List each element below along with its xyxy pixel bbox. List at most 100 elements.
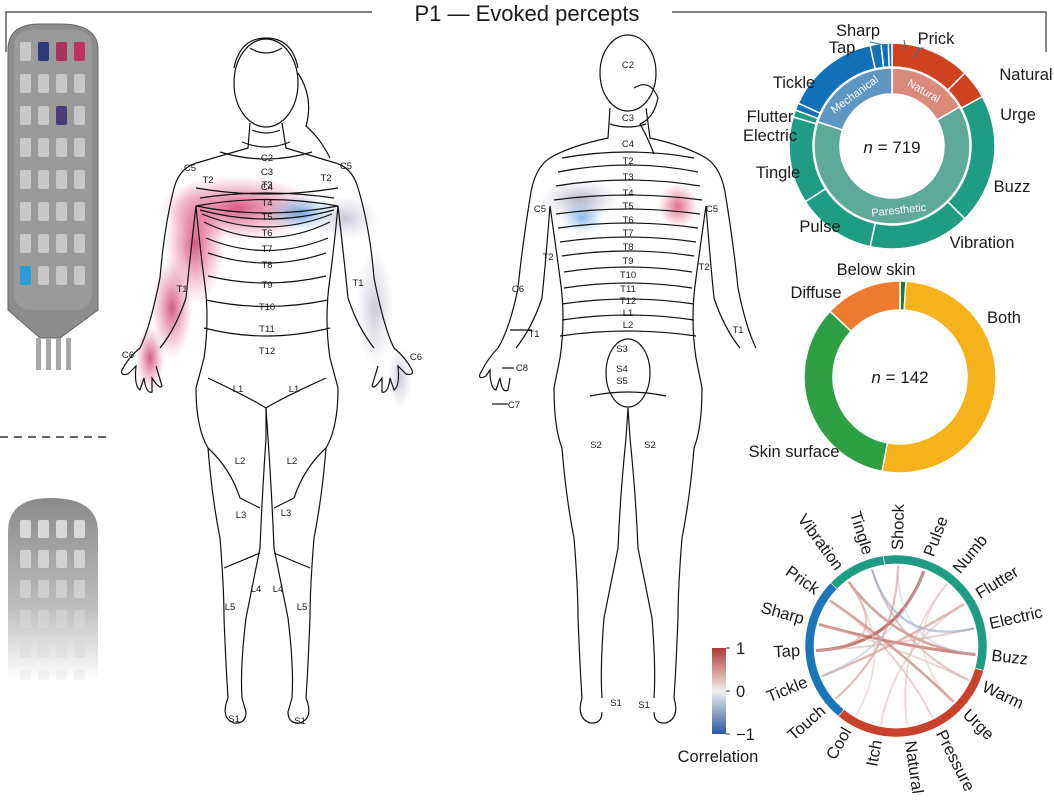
sunburst-outer-label: Flutter: [747, 108, 794, 126]
sunburst-inner-slice: [813, 105, 971, 225]
chord-link: [922, 583, 955, 703]
electrode-pad: [74, 202, 85, 221]
electrode-pad: [56, 550, 67, 568]
dermatome-label: C5: [534, 204, 546, 215]
dermatome-label: T3: [261, 180, 272, 191]
dermatome-label: T10: [620, 270, 636, 281]
electrode-pad: [74, 640, 85, 658]
electrode-pad: [20, 170, 31, 189]
electrode-pad: [20, 202, 31, 221]
donut-slice: [881, 280, 997, 474]
electrode-array-bottom: [8, 498, 98, 680]
chord-label: Tingle: [846, 509, 876, 557]
dermatome-label: S2: [590, 440, 602, 451]
electrode-pad: [20, 670, 31, 680]
dermatome-label: C5: [340, 161, 352, 172]
chord-label: Cool: [823, 724, 856, 762]
electrode-pad: [56, 670, 67, 680]
chord-label: Warm: [979, 678, 1026, 713]
electrode-pad: [56, 106, 67, 125]
figure-title: P1 — Evoked percepts: [0, 0, 1054, 28]
donut-slice: [803, 310, 889, 473]
electrode-pad: [74, 170, 85, 189]
dermatome-label: C4: [261, 182, 273, 193]
dermatome-label: C6: [512, 284, 524, 295]
electrode-pad: [56, 266, 67, 285]
electrode-arrays: [0, 23, 110, 680]
electrode-pad: [56, 234, 67, 253]
percept-heatmap-back: [540, 180, 698, 234]
dermatome-label: C6: [122, 350, 134, 361]
sunburst-outer-label: Tap: [829, 39, 856, 57]
dermatome-label: T4: [261, 198, 272, 209]
sunburst-chart: NaturalUrgeBuzzVibrationPulseTingleElect…: [743, 22, 1053, 252]
electrode-pad: [74, 266, 85, 285]
donut-center-label: n = 142: [871, 368, 928, 387]
dermatome-label: L1: [233, 384, 244, 395]
dermatome-label: T8: [622, 242, 633, 253]
dermatome-label: L2: [235, 456, 246, 467]
dermatome-label: C4: [622, 139, 634, 150]
electrode-pad: [38, 202, 49, 221]
sunburst-outer-label: Tingle: [756, 164, 800, 182]
chord-label: Shock: [889, 503, 908, 550]
dermatome-label: T12: [259, 346, 275, 357]
electrode-pad: [74, 610, 85, 628]
dermatome-label: T1: [352, 278, 363, 289]
dermatome-label: C5: [706, 204, 718, 215]
dermatome-label: L3: [281, 508, 292, 519]
donut-label: Both: [987, 309, 1021, 327]
electrode-pad: [56, 520, 67, 538]
electrode-pad: [56, 74, 67, 93]
dermatome-label: L1: [623, 308, 634, 319]
donut-label: Diffuse: [790, 284, 841, 302]
electrode-pad: [74, 580, 85, 598]
colorbar-max-label: 1: [736, 640, 745, 658]
dermatome-label: L5: [297, 602, 308, 613]
title-bracket: [5, 11, 1047, 52]
chord-link: [816, 580, 868, 652]
chord-link: [829, 599, 934, 718]
dermatome-label: T9: [261, 280, 272, 291]
electrode-pad: [56, 640, 67, 658]
dermatome-label: C3: [261, 167, 273, 178]
leader-line: [913, 47, 924, 59]
electrode-pad: [56, 202, 67, 221]
electrode-pad: [56, 610, 67, 628]
electrode-pad: [74, 234, 85, 253]
dermatome-label: T7: [261, 244, 272, 255]
chord-label: Sharp: [759, 599, 806, 628]
electrode-pad: [38, 42, 49, 61]
electrode-pad: [20, 640, 31, 658]
chord-label: Pulse: [920, 514, 951, 559]
electrode-pad: [20, 106, 31, 125]
chord-label: Urge: [959, 706, 997, 744]
electrode-pad: [56, 42, 67, 61]
dermatome-label: S1: [228, 714, 240, 725]
electrode-pad: [38, 640, 49, 658]
electrode-pad: [20, 138, 31, 157]
leader-line: [903, 39, 907, 51]
chord-label: Touch: [784, 702, 829, 745]
sunburst-outer-label: Electric: [743, 127, 797, 145]
dermatome-label: C3: [622, 113, 634, 124]
chord-link: [818, 623, 969, 681]
electrode-pad: [74, 106, 85, 125]
donut-label: Below skin: [837, 261, 916, 279]
electrode-pad: [38, 266, 49, 285]
sunburst-inner-slice: [816, 67, 893, 131]
electrode-pad: [38, 670, 49, 680]
electrode-pad: [56, 580, 67, 598]
chord-link: [821, 570, 925, 678]
dermatome-label: C7: [508, 400, 520, 411]
dermatome-label: T10: [259, 302, 275, 313]
electrode-pad: [38, 610, 49, 628]
dermatome-label: S3: [616, 344, 628, 355]
electrode-array-top: [7, 23, 99, 370]
electrode-pad: [74, 42, 85, 61]
chord-label: Buzz: [991, 647, 1029, 669]
sunburst-outer-label: Sharp: [836, 22, 880, 40]
sunburst-outer-label: Natural: [999, 66, 1052, 84]
dermatome-label: T9: [622, 256, 633, 267]
